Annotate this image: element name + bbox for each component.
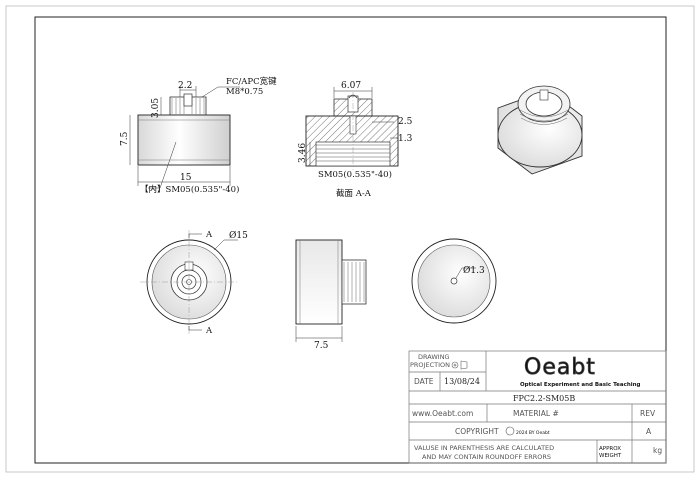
note-line-1: VALUSE IN PARENTHESIS ARE CALCULATED [414, 444, 554, 452]
logo-tagline: Optical Experiment and Basic Teaching [520, 382, 641, 388]
part-number: FPC2.2-SM05B [513, 394, 575, 403]
top-left-elevation-view [129, 86, 240, 189]
approx-label-2: WEIGHT [599, 453, 622, 459]
section-dim-left: 3.46 [298, 143, 308, 163]
thread-spec-label: 【内】SM05(0.535"-40) [140, 184, 239, 195]
back-hole-diameter: Ø1.3 [463, 265, 485, 276]
rev-value: A [646, 427, 652, 436]
section-a-a-view [305, 87, 399, 170]
company-logo: Oeabt [524, 355, 596, 380]
isometric-view [497, 85, 583, 175]
copyright-row: COPYRIGHT 2024 BY Oeabt [455, 426, 550, 436]
projection-label-1: DRAWING [418, 353, 450, 361]
projection-label-2: PROJECTION [410, 361, 450, 369]
dim-width-top: 2.2 [178, 81, 192, 91]
section-dim-r2: 1.3 [398, 134, 413, 144]
dim-width-body: 15 [180, 173, 192, 183]
dim-height-body: 7.5 [120, 131, 130, 146]
front-view [140, 230, 238, 334]
front-marker-a-top: A [205, 230, 213, 240]
website: www.Oeabt.com [412, 409, 473, 418]
section-dim-r1: 2.5 [398, 117, 413, 127]
section-thread-label: SM05(0.535"-40) [318, 169, 392, 180]
dim-height-thread: 3.05 [151, 98, 161, 118]
front-diameter: Ø15 [229, 230, 248, 241]
copyright-small: 2024 BY Oeabt [516, 430, 550, 436]
front-marker-a-bottom: A [205, 326, 213, 336]
drawing-frame [34, 16, 667, 464]
date-value: 13/08/24 [444, 377, 480, 386]
outer-border [5, 5, 695, 473]
side-view [295, 239, 367, 342]
projection-symbol-icon [451, 360, 468, 370]
copyright-icon [505, 426, 515, 436]
rev-label: REV [640, 409, 656, 418]
weight-unit: kg [653, 446, 662, 455]
section-caption: 截面 A-A [336, 188, 372, 199]
side-dim-width: 7.5 [314, 341, 329, 351]
note-thread-m8: M8*0.75 [226, 87, 263, 97]
section-dim-top: 6.07 [341, 81, 361, 91]
note-fc-apc: FC/APC宽键 [226, 76, 277, 87]
copyright-text: COPYRIGHT [455, 427, 499, 436]
back-view [411, 238, 497, 324]
material: MATERIAL # [513, 409, 559, 418]
note-line-2: AND MAY CONTAIN ROUNDOFF ERRORS [422, 453, 551, 461]
approx-label-1: APPROX [599, 446, 621, 452]
title-block [408, 350, 667, 464]
date-label: DATE [414, 377, 434, 386]
